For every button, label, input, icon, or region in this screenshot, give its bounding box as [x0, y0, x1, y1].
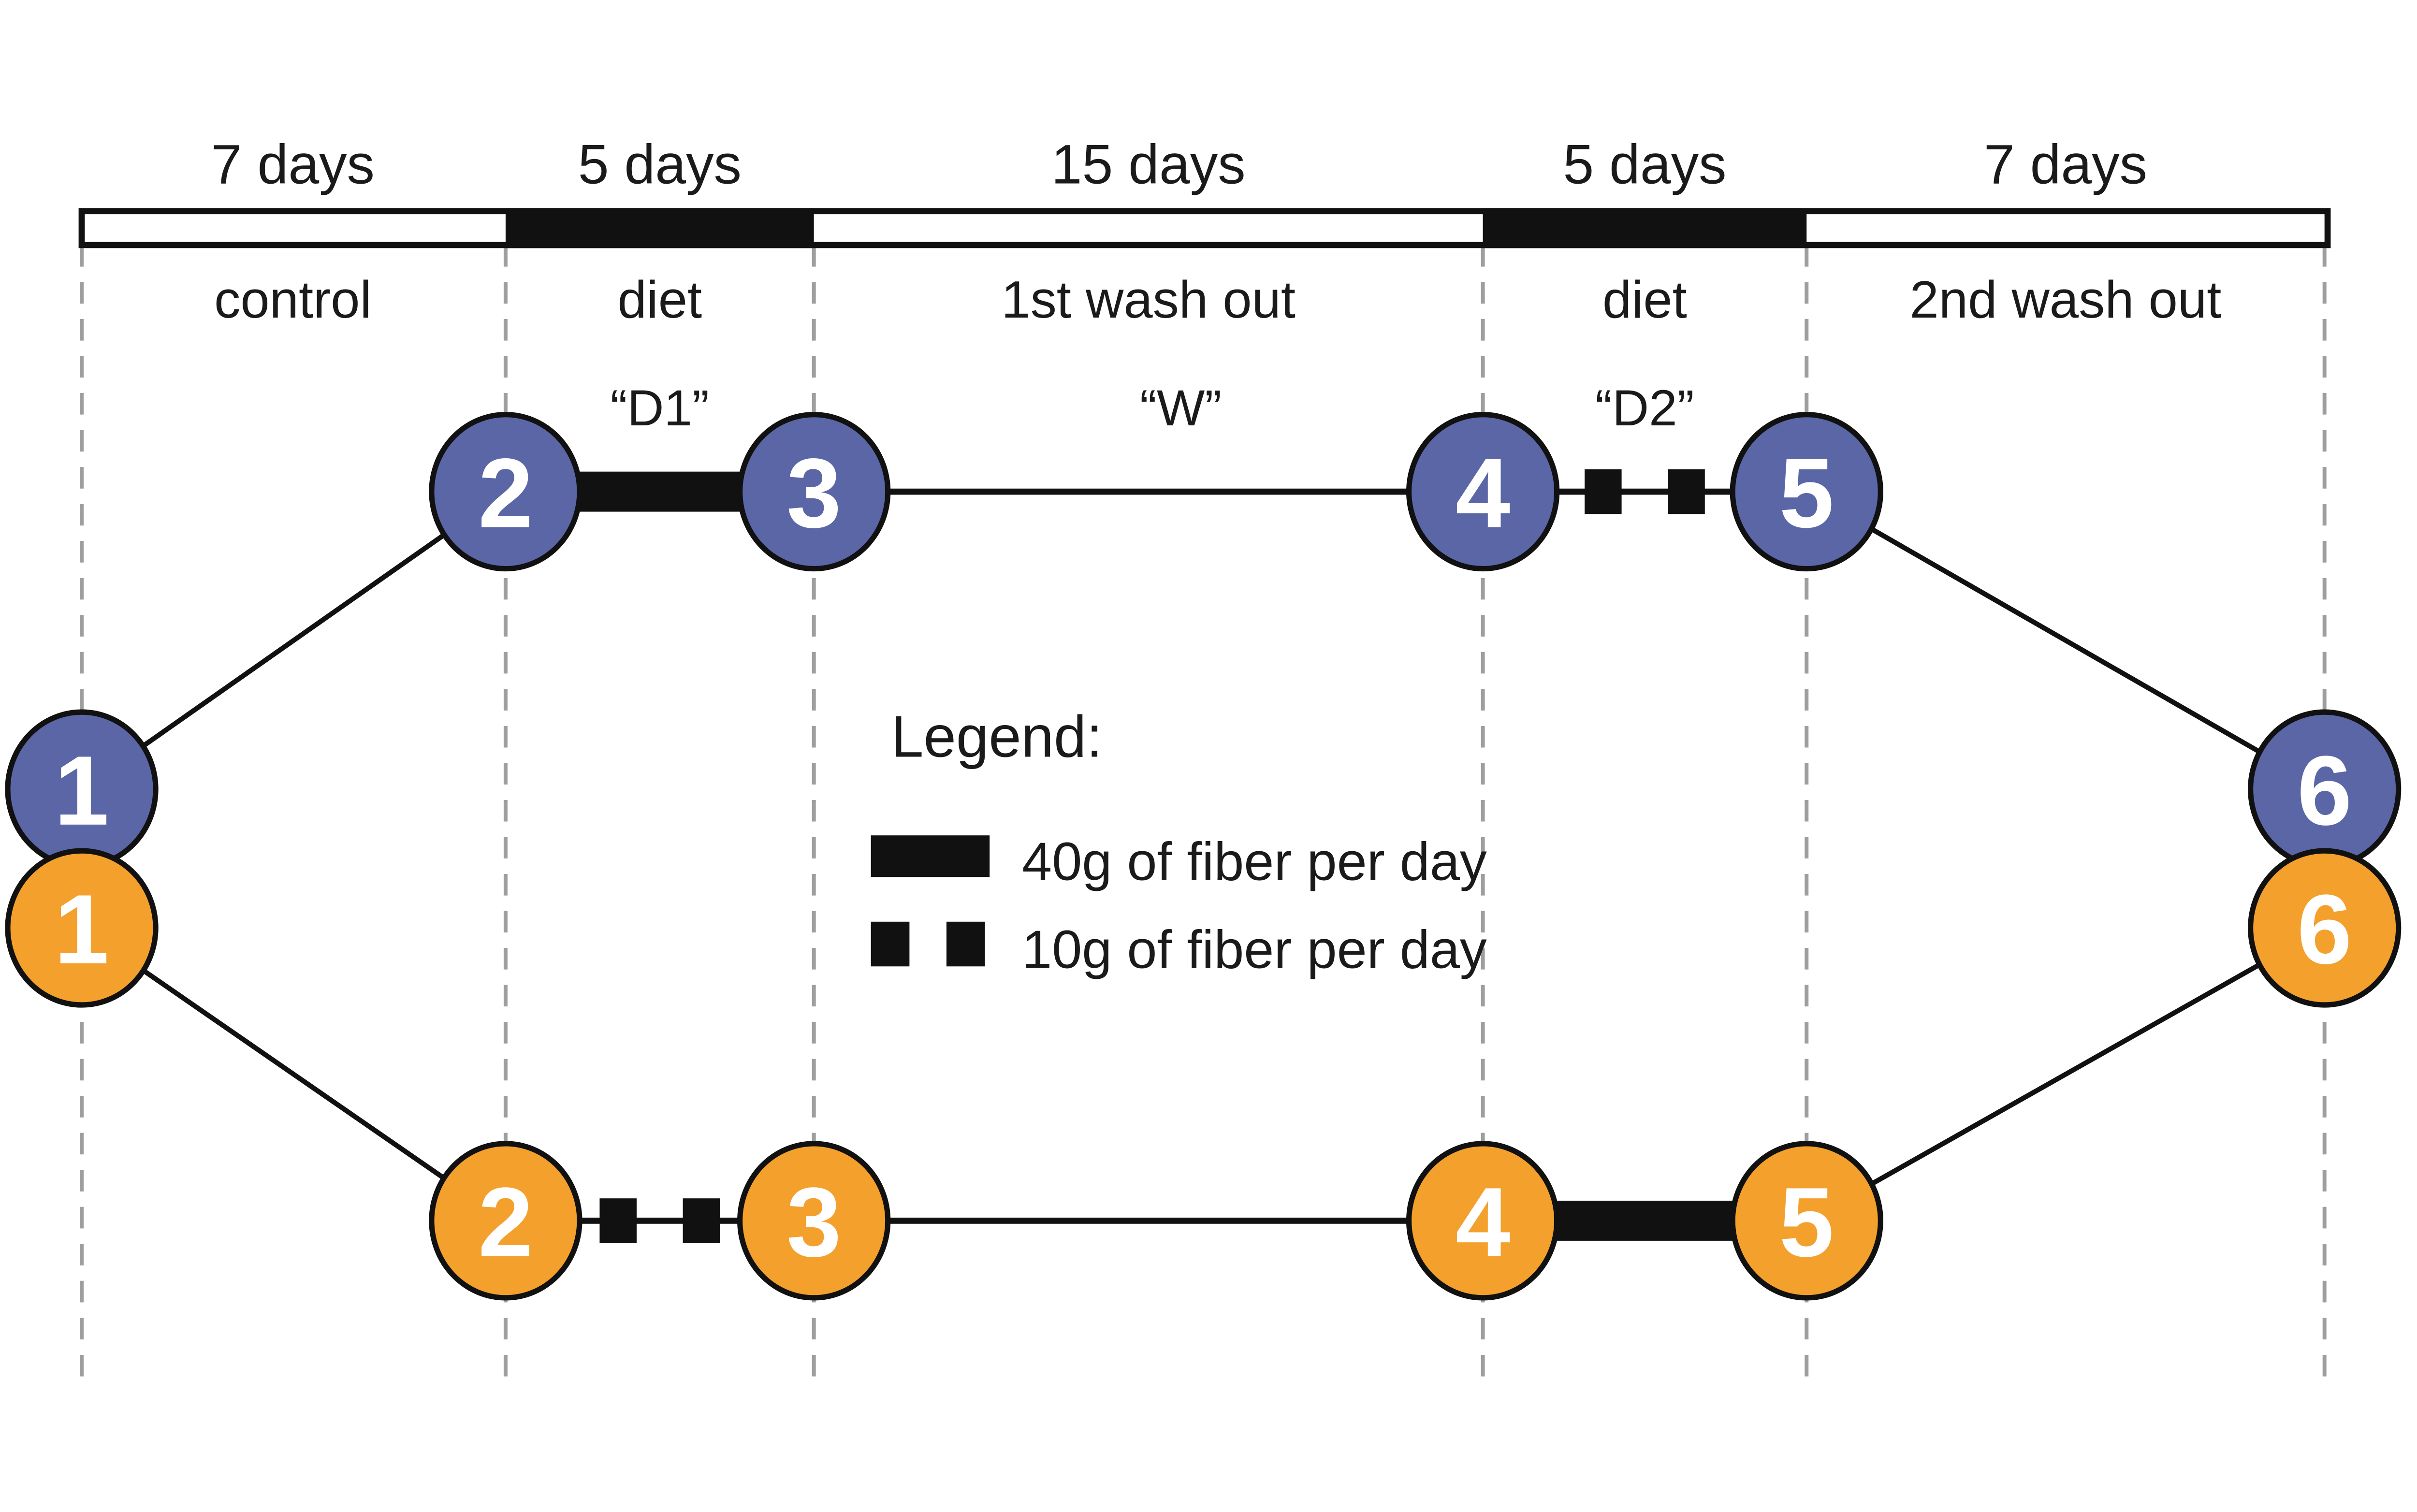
duration-labels: 7 days 5 days 15 days 5 days 7 days	[211, 133, 2147, 195]
phase-diet1: diet	[617, 270, 702, 329]
blue-node-4	[1406, 412, 1560, 572]
orange-dose-10g-square-b	[683, 1198, 720, 1243]
duration-washout2: 7 days	[1984, 133, 2147, 195]
orange-arm: 1 2 3 4 5 6	[5, 848, 2402, 1301]
blue-nodes: 1 2 3 4 5 6	[5, 412, 2402, 869]
orange-dose-10g-square-a	[599, 1198, 637, 1243]
timeline-bar	[78, 208, 2331, 248]
orange-nodes: 1 2 3 4 5 6	[5, 848, 2402, 1301]
legend: Legend: 40g of fiber per day 10g of fibe…	[871, 704, 1487, 979]
orange-node-5	[1730, 1141, 1883, 1301]
orange-node-4	[1406, 1141, 1560, 1301]
blue-connector-1-2	[80, 489, 507, 791]
orange-node-2	[429, 1141, 582, 1301]
blue-node-2-number: 2	[478, 438, 533, 548]
period-code-labels: “D1” “W” “D2”	[610, 380, 1694, 436]
legend-10g-label: 10g of fiber per day	[1022, 919, 1487, 979]
blue-connector-5-6	[1805, 489, 2326, 791]
phase-control: control	[214, 270, 371, 329]
orange-node-4-number: 4	[1456, 1167, 1511, 1278]
legend-item-40g: 40g of fiber per day	[871, 831, 1487, 892]
blue-dose-10g-square-a	[1585, 469, 1622, 514]
orange-node-1	[5, 848, 159, 1008]
orange-connector-1-2	[80, 926, 507, 1223]
blue-node-3-number: 3	[786, 438, 842, 548]
orange-node-5-number: 5	[1779, 1167, 1834, 1278]
timeline-diet1-segment	[505, 208, 814, 248]
orange-node-6	[2248, 848, 2402, 1008]
legend-item-10g: 10g of fiber per day	[871, 919, 1487, 979]
legend-square-swatch-a	[871, 921, 910, 967]
blue-node-2	[429, 412, 582, 572]
code-d1: “D1”	[610, 380, 709, 436]
code-w: “W”	[1140, 380, 1222, 436]
legend-square-swatch-b	[946, 921, 985, 967]
duration-diet1: 5 days	[578, 133, 742, 195]
duration-diet2: 5 days	[1563, 133, 1726, 195]
blue-node-6-number: 6	[2297, 736, 2352, 846]
phase-labels: control diet 1st wash out diet 2nd wash …	[214, 270, 2221, 329]
duration-washout1: 15 days	[1051, 133, 1246, 195]
timeline-diet2-segment	[1483, 208, 1807, 248]
phase-diet2: diet	[1602, 270, 1687, 329]
orange-node-3-number: 3	[786, 1167, 842, 1278]
orange-node-1-number: 1	[54, 874, 109, 985]
timeline-bar-track	[78, 208, 2331, 248]
phase-washout1: 1st wash out	[1001, 270, 1296, 329]
blue-node-1-number: 1	[54, 736, 109, 846]
orange-connector-5-6	[1805, 926, 2326, 1223]
legend-title: Legend:	[891, 704, 1103, 770]
legend-40g-label: 40g of fiber per day	[1022, 831, 1487, 892]
blue-node-3	[737, 412, 891, 572]
blue-arm: 1 2 3 4 5 6	[5, 412, 2402, 869]
phase-washout2: 2nd wash out	[1910, 270, 2222, 329]
orange-node-6-number: 6	[2297, 874, 2352, 985]
blue-node-4-number: 4	[1456, 438, 1511, 548]
orange-node-3	[737, 1141, 891, 1301]
code-d2: “D2”	[1595, 380, 1694, 436]
blue-node-5	[1730, 412, 1883, 572]
legend-thick-bar-swatch	[871, 835, 990, 877]
duration-control: 7 days	[211, 133, 375, 195]
blue-node-5-number: 5	[1779, 438, 1834, 548]
blue-dose-10g-square-b	[1668, 469, 1705, 514]
orange-node-2-number: 2	[478, 1167, 533, 1278]
